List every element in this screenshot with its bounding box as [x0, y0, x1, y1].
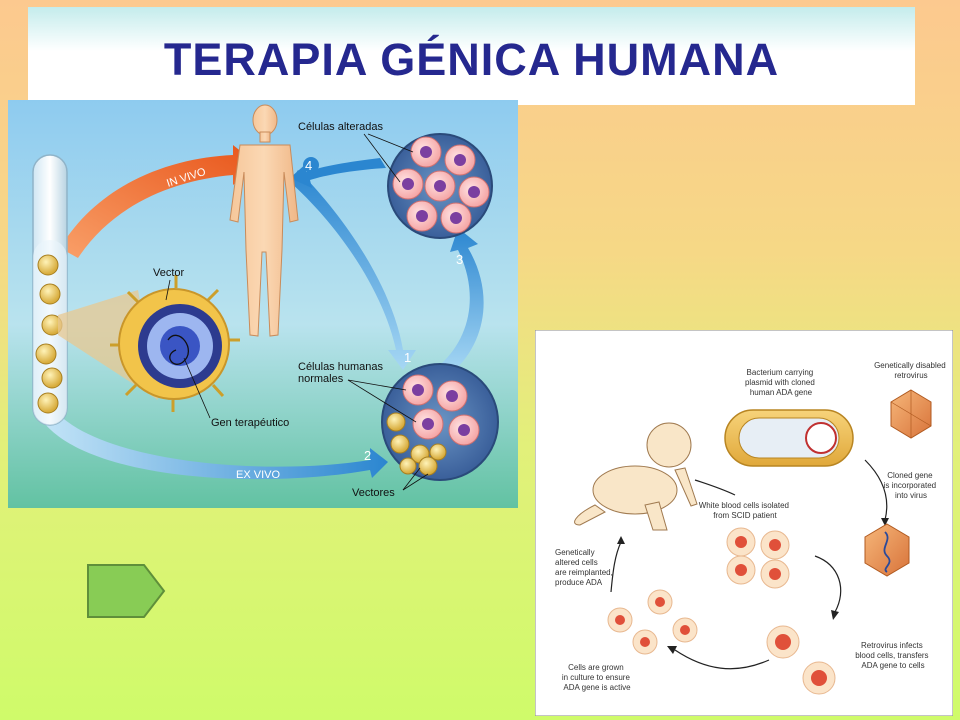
page-title: TERAPIA GÉNICA HUMANA	[163, 34, 780, 85]
cells-grown-label: Cells are grown in culture to ensure ADA…	[562, 663, 632, 692]
virus-with-gene-icon	[864, 523, 910, 577]
ex-vivo-label: EX VIVO	[236, 469, 280, 481]
gene-therapy-diagram: IN VIVO EX VIVO 4 1 3 2 Células alterada…	[8, 100, 518, 508]
arrow-step-1	[290, 170, 416, 370]
step-1-label: 1	[404, 350, 411, 365]
test-tube	[32, 154, 68, 426]
vector-particles-tube	[35, 254, 63, 414]
altered-cells-label: Células alteradas	[298, 121, 383, 133]
step-4-label: 4	[305, 158, 312, 173]
vector-label: Vector	[153, 267, 185, 279]
baby-figure	[574, 422, 698, 531]
therapeutic-gene-label: Gen terapéutico	[211, 417, 289, 429]
vectors-label: Vectores	[352, 487, 395, 499]
ex-vivo-arrow	[36, 400, 388, 480]
step-3-label: 3	[456, 252, 463, 267]
bacterium-label: Bacterium carrying plasmid with cloned h…	[745, 368, 817, 397]
ada-gene-therapy-diagram: Genetically disabled retrovirus Bacteriu…	[535, 330, 953, 716]
altered-cells-circle	[387, 133, 493, 239]
normal-cells-label: Células humanas normales	[298, 361, 386, 385]
human-figure	[229, 104, 299, 337]
arrow-step-3	[440, 228, 484, 372]
normal-cells-circle	[381, 363, 499, 481]
virus-label: Genetically disabled retrovirus	[874, 361, 948, 380]
title-banner: TERAPIA GÉNICA HUMANA	[28, 7, 915, 105]
wbc-isolated-label: White blood cells isolated from SCID pat…	[699, 501, 792, 520]
vector-virus-detail	[110, 275, 240, 412]
arrow-step-4	[290, 158, 386, 188]
bacterium-icon	[724, 409, 854, 467]
step-2-label: 2	[364, 448, 371, 463]
cloned-gene-label: Cloned gene is incorporated into virus	[884, 471, 939, 500]
reimplanted-label: Genetically altered cells are reimplante…	[555, 548, 615, 587]
next-arrow-icon[interactable]	[86, 563, 166, 619]
retrovirus-icon	[890, 389, 932, 439]
retrovirus-infects-label: Retrovirus infects blood cells, transfer…	[855, 641, 931, 670]
vector-particles-small	[386, 412, 447, 476]
in-vivo-arrow	[60, 145, 258, 258]
